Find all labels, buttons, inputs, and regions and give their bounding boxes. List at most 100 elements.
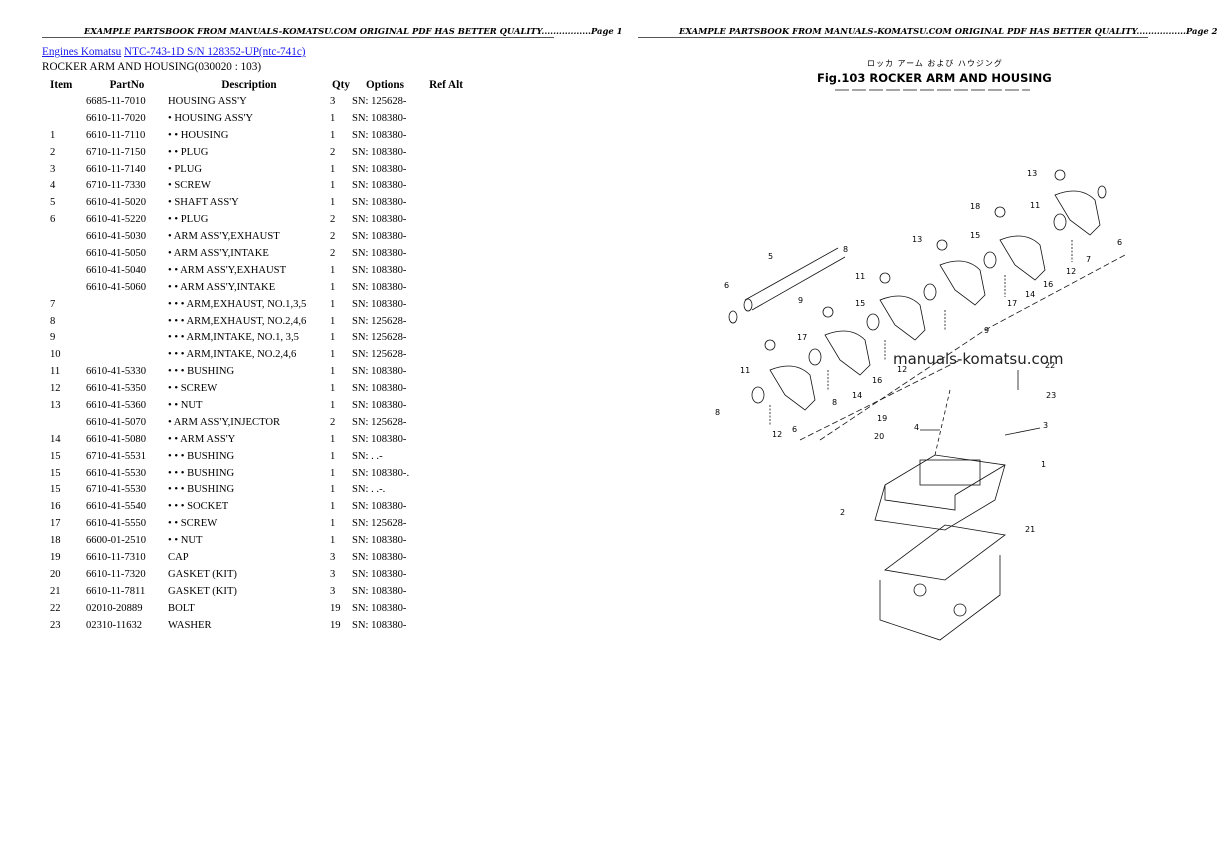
cell-partno: 6610-11-7320: [86, 568, 146, 580]
cell-ref-alt: [418, 414, 474, 431]
cell-description: • • • BUSHING: [168, 450, 235, 462]
cell-item: [42, 414, 86, 431]
cell-item: 16: [50, 501, 61, 513]
cell-qty: 1: [330, 315, 336, 327]
cell-options: SN: 108380-: [352, 264, 407, 276]
cell-item: 23: [50, 619, 61, 631]
cell-description: • SHAFT ASS'Y: [168, 197, 239, 209]
cell-ref-alt: [418, 329, 474, 346]
cell-options: SN: 108380-: [352, 163, 407, 175]
parts-table: Item PartNo Description Qty Options Ref …: [42, 76, 474, 634]
diagram-callout-label: 6: [724, 281, 729, 290]
col-header-options: Options: [366, 78, 404, 91]
cell-item: 20: [50, 568, 61, 580]
col-header-item: Item: [50, 78, 73, 91]
col-header-description: Description: [221, 78, 277, 91]
cell-item: 10: [50, 349, 61, 361]
cell-item: 14: [50, 433, 61, 445]
cell-ref-alt: [418, 431, 474, 448]
cell-ref-alt: [418, 279, 474, 296]
cell-ref-alt: [418, 177, 474, 194]
cell-ref-alt: [418, 296, 474, 313]
cell-qty: 1: [330, 518, 336, 530]
cell-qty: 1: [330, 349, 336, 361]
cell-partno: [86, 329, 168, 346]
diagram-callout-label: 8: [832, 398, 837, 407]
cell-qty: 1: [330, 163, 336, 175]
cell-options: SN: 125628-: [352, 349, 407, 361]
cell-description: • • • ARM,INTAKE, NO.2,4,6: [168, 349, 297, 361]
cell-description: • • • ARM,INTAKE, NO.1, 3,5: [168, 332, 299, 344]
cell-partno: 6610-41-5540: [86, 501, 147, 513]
diagram-callout-label: 15: [855, 299, 865, 308]
breadcrumb-link-model[interactable]: NTC-743-1D S/N 128352-UP(ntc-741c): [124, 46, 306, 58]
cell-ref-alt: [418, 380, 474, 397]
cell-partno: 6610-41-5080: [86, 433, 147, 445]
cell-item: 2: [50, 146, 56, 158]
diagram-callout-label: 12: [772, 430, 782, 439]
cell-options: SN: 108380-: [352, 112, 407, 124]
cell-options: SN: 108380-: [352, 568, 407, 580]
cell-options: SN: 108380-.: [352, 467, 410, 479]
cell-item: 6: [50, 214, 56, 226]
cell-qty: 1: [330, 467, 336, 479]
col-header-qty: Qty: [331, 78, 351, 91]
cell-options: SN: 108380-: [352, 602, 407, 614]
cell-description: • • NUT: [168, 399, 203, 411]
diagram-callout-label: 17: [797, 333, 807, 342]
cell-qty: 19: [330, 602, 341, 614]
cell-qty: 1: [330, 501, 336, 513]
cell-partno: 6610-41-5220: [86, 214, 147, 226]
diagram-callout-label: 8: [715, 408, 720, 417]
diagram-callout-label: 7: [1086, 255, 1091, 264]
cell-item: 22: [50, 602, 61, 614]
cell-qty: 1: [330, 180, 336, 192]
cell-partno: 6600-01-2510: [86, 535, 147, 547]
cell-item: 17: [50, 518, 61, 530]
cell-partno: 6610-41-5060: [86, 281, 147, 293]
cell-ref-alt: [418, 93, 474, 110]
cell-partno: 6685-11-7010: [86, 95, 146, 107]
col-header-ref-alt: Ref Alt: [429, 78, 463, 91]
cell-ref-alt: [418, 583, 474, 600]
cell-description: WASHER: [168, 619, 212, 631]
cell-qty: 1: [330, 433, 336, 445]
diagram-callout-label: 17: [1007, 299, 1017, 308]
figure-japanese-title: ロッカ アーム および ハウジング: [867, 59, 1003, 68]
cell-partno: 6610-41-5030: [86, 231, 147, 243]
breadcrumb: Engines Komatsu NTC-743-1D S/N 128352-UP…: [42, 46, 306, 58]
cell-partno: [86, 346, 168, 363]
cell-item: 1: [50, 129, 56, 141]
cell-item: 12: [50, 383, 61, 395]
cell-ref-alt: [418, 498, 474, 515]
cell-item: 4: [50, 180, 56, 192]
cell-description: • • • SOCKET: [168, 501, 229, 513]
cell-qty: 1: [330, 484, 336, 496]
diagram-callout-label: 19: [877, 414, 887, 423]
breadcrumb-link-engines[interactable]: Engines Komatsu: [42, 46, 122, 58]
cell-options: SN: 125628-: [352, 416, 407, 428]
cell-item: [42, 228, 86, 245]
cell-item: 5: [50, 197, 56, 209]
cell-ref-alt: [418, 397, 474, 414]
diagram-callout-label: 16: [1043, 280, 1053, 289]
cell-qty: 1: [330, 298, 336, 310]
cell-ref-alt: [418, 566, 474, 583]
diagram-callout-label: 13: [912, 235, 922, 244]
cell-partno: 6610-11-7140: [86, 163, 146, 175]
cell-description: • • NUT: [168, 535, 203, 547]
cell-options: SN: 108380-: [352, 501, 407, 513]
cell-description: • • SCREW: [168, 518, 218, 530]
cell-item: 18: [50, 535, 61, 547]
cell-item: 15: [50, 484, 61, 496]
cell-item: 13: [50, 399, 61, 411]
cell-description: GASKET (KIT): [168, 568, 237, 580]
cell-description: • • HOUSING: [168, 129, 229, 141]
cell-item: [42, 279, 86, 296]
